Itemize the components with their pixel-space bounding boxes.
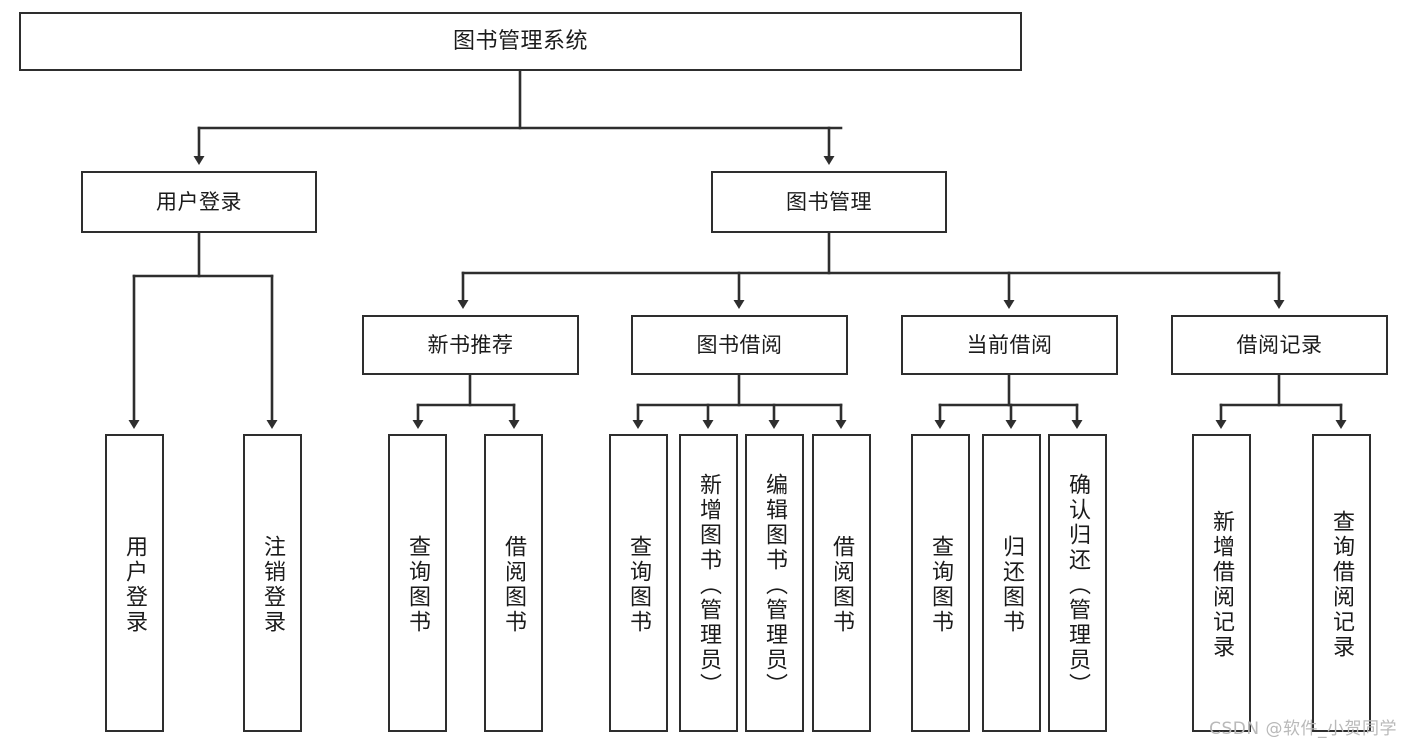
node-leaf-edit-book-label: 编辑图书（管理员） (762, 472, 788, 698)
node-leaf-query-book-3-label: 查询图书 (928, 535, 954, 635)
node-new-book-recommend-label: 新书推荐 (427, 332, 514, 357)
node-leaf-edit-book[interactable]: 编辑图书（管理员） (745, 434, 804, 732)
node-leaf-add-book-label: 新增图书（管理员） (696, 472, 722, 698)
node-root-label: 图书管理系统 (452, 28, 588, 54)
node-leaf-query-book-3[interactable]: 查询图书 (911, 434, 970, 732)
node-borrow-record[interactable]: 借阅记录 (1171, 315, 1388, 375)
node-book-manage-label: 图书管理 (786, 189, 872, 214)
node-leaf-borrow-book-1-label: 借阅图书 (501, 535, 527, 635)
node-leaf-confirm-return[interactable]: 确认归还（管理员） (1048, 434, 1107, 732)
node-new-book-recommend[interactable]: 新书推荐 (362, 315, 579, 375)
node-user-login[interactable]: 用户登录 (81, 171, 317, 233)
node-leaf-confirm-return-label: 确认归还（管理员） (1065, 472, 1091, 698)
node-book-manage[interactable]: 图书管理 (711, 171, 947, 233)
node-current-borrow-label: 当前借阅 (966, 332, 1053, 357)
node-leaf-user-logout-label: 注销登录 (260, 535, 286, 635)
node-current-borrow[interactable]: 当前借阅 (901, 315, 1118, 375)
node-leaf-query-book-1-label: 查询图书 (405, 535, 431, 635)
node-leaf-query-book-2[interactable]: 查询图书 (609, 434, 668, 732)
node-leaf-user-logout[interactable]: 注销登录 (243, 434, 302, 732)
csdn-watermark: CSDN @软件_小贺同学 (1209, 719, 1397, 739)
node-leaf-add-borrow-record[interactable]: 新增借阅记录 (1192, 434, 1251, 732)
node-leaf-query-book-2-label: 查询图书 (626, 535, 652, 635)
node-leaf-return-book-label: 归还图书 (999, 535, 1025, 635)
node-book-borrow[interactable]: 图书借阅 (631, 315, 848, 375)
node-leaf-add-book[interactable]: 新增图书（管理员） (679, 434, 738, 732)
node-book-borrow-label: 图书借阅 (696, 332, 783, 357)
node-leaf-query-book-1[interactable]: 查询图书 (388, 434, 447, 732)
node-leaf-borrow-book-2-label: 借阅图书 (829, 535, 855, 635)
node-user-login-label: 用户登录 (156, 189, 242, 214)
node-borrow-record-label: 借阅记录 (1236, 332, 1323, 357)
node-leaf-return-book[interactable]: 归还图书 (982, 434, 1041, 732)
node-leaf-query-borrow-record-label: 查询借阅记录 (1329, 510, 1355, 660)
node-leaf-user-login[interactable]: 用户登录 (105, 434, 164, 732)
node-leaf-query-borrow-record[interactable]: 查询借阅记录 (1312, 434, 1371, 732)
node-root[interactable]: 图书管理系统 (19, 12, 1022, 71)
node-leaf-borrow-book-1[interactable]: 借阅图书 (484, 434, 543, 732)
node-leaf-borrow-book-2[interactable]: 借阅图书 (812, 434, 871, 732)
node-leaf-add-borrow-record-label: 新增借阅记录 (1209, 510, 1235, 660)
node-leaf-user-login-label: 用户登录 (122, 535, 148, 635)
